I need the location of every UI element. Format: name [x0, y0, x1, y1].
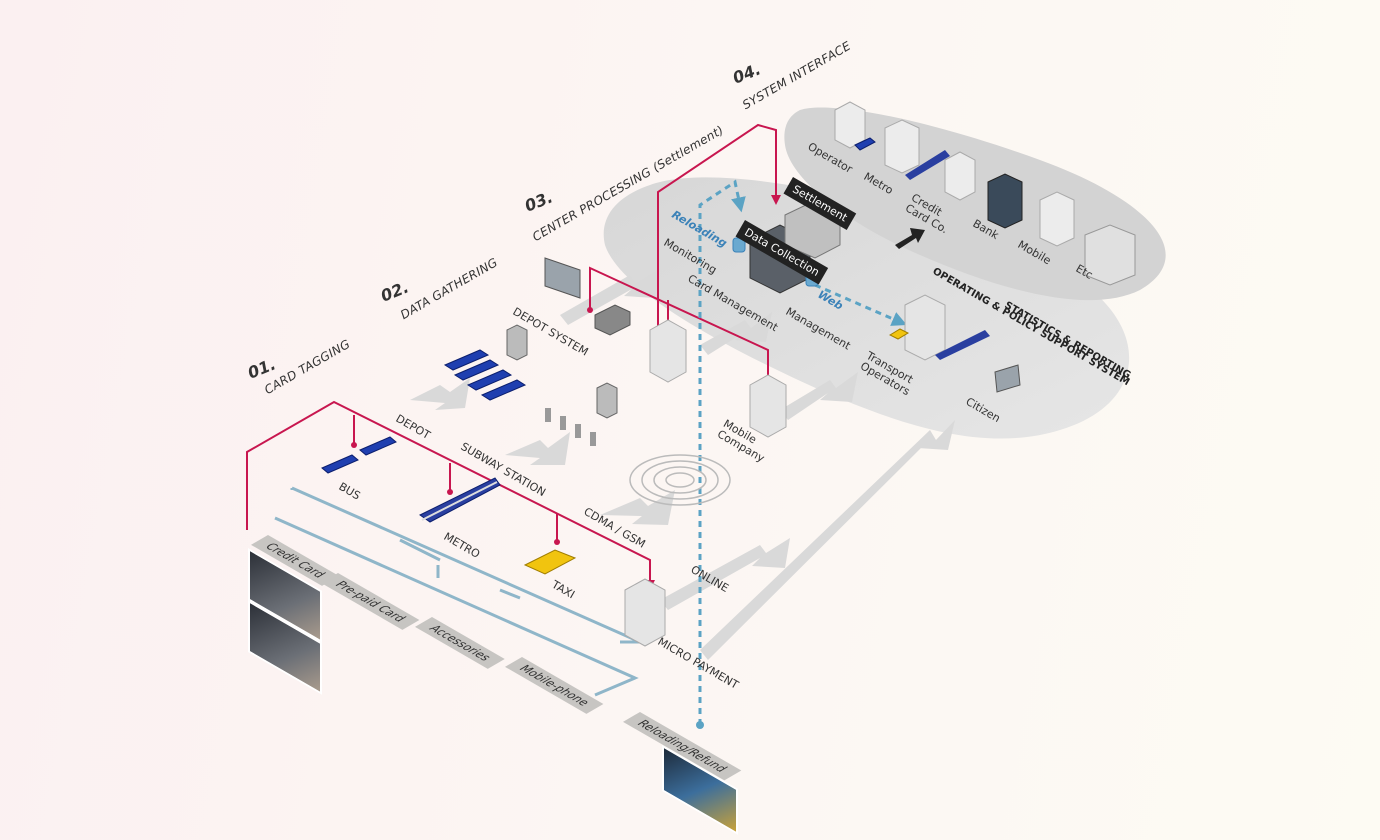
wireless-signal [629, 454, 731, 506]
depot-computer [506, 257, 631, 419]
citizen-monitor [994, 364, 1021, 393]
metro-trains [419, 150, 990, 523]
payment-rails [274, 486, 641, 697]
taxis [523, 328, 910, 575]
interface-platform [784, 107, 1166, 301]
dashed-reload-lines [698, 179, 907, 725]
black-arrow [895, 228, 925, 249]
subway-gates [545, 408, 596, 446]
flow-arrows [410, 268, 955, 660]
bus-fleet [321, 137, 876, 474]
red-connectors [246, 123, 781, 590]
buildings [624, 101, 1136, 647]
